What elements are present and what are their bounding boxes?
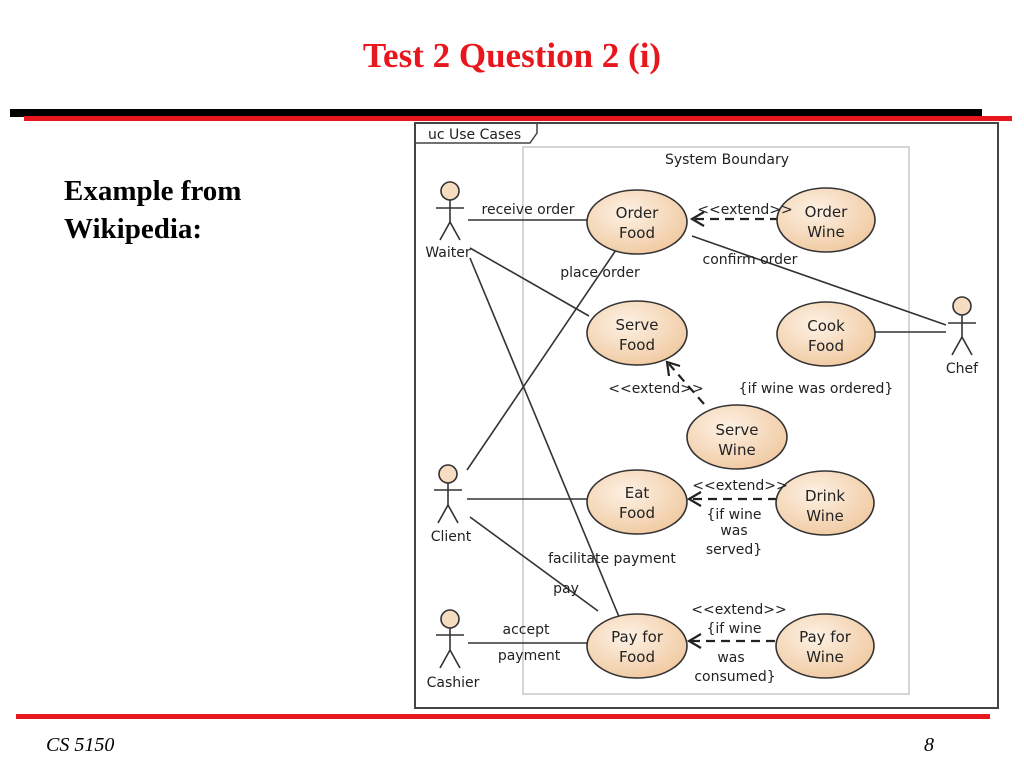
label-cond-serve-wine: {if wine was ordered} bbox=[739, 381, 894, 397]
line-client-payforfood bbox=[469, 516, 599, 612]
course-code: CS 5150 bbox=[46, 734, 115, 756]
actor-chef-head bbox=[952, 296, 972, 316]
line-waiter-servefood bbox=[469, 247, 590, 317]
usecase-eat-food-line1: Eat bbox=[625, 484, 650, 502]
usecase-serve-food bbox=[586, 300, 688, 366]
use-case-diagram: uc Use Cases System Boundary bbox=[414, 122, 999, 709]
usecase-drink-wine-line1: Drink bbox=[805, 487, 845, 505]
usecase-pay-for-wine-line2: Wine bbox=[806, 648, 843, 666]
usecase-serve-food-line1: Serve bbox=[615, 316, 658, 334]
extend-arrowhead-payforfood bbox=[686, 633, 702, 649]
title-divider-red bbox=[24, 116, 1012, 121]
usecase-serve-wine-line1: Serve bbox=[715, 421, 758, 439]
usecase-pay-for-food-line2: Food bbox=[619, 648, 655, 666]
actor-cashier-label: Cashier bbox=[427, 675, 480, 691]
usecase-cook-food bbox=[776, 301, 876, 367]
usecase-order-wine-line2: Wine bbox=[807, 223, 844, 241]
usecase-order-food-line2: Food bbox=[619, 224, 655, 242]
footer-divider bbox=[16, 714, 990, 719]
usecase-eat-food-line2: Food bbox=[619, 504, 655, 522]
label-cond-drink-wine-line1: {if wine bbox=[706, 507, 761, 523]
label-cond-pay-wine-line2: was bbox=[717, 650, 744, 666]
frame-label: uc Use Cases bbox=[428, 127, 521, 143]
example-caption-line2: Wikipedia: bbox=[64, 213, 203, 245]
actor-cashier-head bbox=[440, 609, 460, 629]
usecase-pay-for-food bbox=[586, 613, 688, 679]
title-divider-black bbox=[10, 109, 982, 117]
usecase-serve-wine bbox=[686, 404, 788, 470]
extend-arrowhead-eatfood bbox=[686, 491, 702, 507]
use-cases bbox=[586, 187, 876, 679]
associations bbox=[466, 219, 947, 644]
actor-waiter bbox=[436, 181, 464, 241]
label-receive-order: receive order bbox=[482, 202, 575, 218]
label-cond-pay-wine-line3: consumed} bbox=[694, 669, 775, 685]
label-facilitate-payment: facilitate payment bbox=[548, 551, 676, 567]
label-accept-payment-line1: accept bbox=[503, 622, 550, 638]
usecase-serve-food-line2: Food bbox=[619, 336, 655, 354]
usecase-order-food bbox=[586, 189, 688, 255]
actors bbox=[434, 181, 976, 669]
usecase-pay-for-wine-line1: Pay for bbox=[799, 628, 852, 646]
usecase-order-food-line1: Order bbox=[616, 204, 659, 222]
line-client-orderfood bbox=[466, 249, 617, 471]
label-accept-payment-line2: payment bbox=[498, 648, 561, 664]
usecase-drink-wine bbox=[775, 470, 875, 536]
use-case-labels: Order Food Order Wine Serve Food Cook Fo… bbox=[611, 203, 852, 666]
frame-tab bbox=[415, 123, 538, 144]
usecase-order-wine-line1: Order bbox=[805, 203, 848, 221]
label-extend-pay-wine: <<extend>> bbox=[691, 602, 786, 618]
label-cond-drink-wine-line3: served} bbox=[706, 542, 762, 558]
line-waiter-payforfood bbox=[469, 257, 628, 637]
actor-client bbox=[434, 464, 462, 524]
usecase-pay-for-wine bbox=[775, 613, 875, 679]
label-extend-drink-wine: <<extend>> bbox=[692, 478, 787, 494]
label-confirm-order: confirm order bbox=[703, 252, 798, 268]
usecase-order-wine bbox=[776, 187, 876, 253]
usecase-cook-food-line1: Cook bbox=[807, 317, 845, 335]
page-number: 8 bbox=[924, 734, 934, 756]
label-pay: pay bbox=[553, 581, 579, 597]
line-chef-orderfood bbox=[691, 235, 947, 326]
system-boundary-label: System Boundary bbox=[665, 152, 789, 168]
usecase-pay-for-food-line1: Pay for bbox=[611, 628, 664, 646]
label-place-order: place order bbox=[560, 265, 640, 281]
actor-client-head bbox=[438, 464, 458, 484]
label-extend-order-wine: <<extend>> bbox=[697, 202, 792, 218]
actor-waiter-head bbox=[440, 181, 460, 201]
label-cond-drink-wine-line2: was bbox=[720, 523, 747, 539]
actor-chef bbox=[948, 296, 976, 356]
usecase-cook-food-line2: Food bbox=[808, 337, 844, 355]
actor-chef-label: Chef bbox=[946, 361, 979, 377]
label-extend-serve-wine: <<extend>> bbox=[608, 381, 703, 397]
extend-servewine-servefood bbox=[668, 363, 705, 405]
usecase-serve-wine-line2: Wine bbox=[718, 441, 755, 459]
example-caption-line1: Example from bbox=[64, 175, 242, 207]
slide-title: Test 2 Question 2 (i) bbox=[362, 36, 662, 75]
example-caption: Example from Wikipedia: bbox=[64, 172, 364, 248]
label-cond-pay-wine-line1: {if wine bbox=[706, 621, 761, 637]
extend-dependencies bbox=[665, 211, 779, 649]
extend-arrowhead-servefood bbox=[665, 360, 681, 377]
extend-arrowhead-orderfood bbox=[689, 211, 705, 227]
actor-cashier bbox=[436, 609, 464, 669]
usecase-eat-food bbox=[586, 469, 688, 535]
usecase-drink-wine-line2: Wine bbox=[806, 507, 843, 525]
actor-client-label: Client bbox=[431, 529, 472, 545]
actor-waiter-label: Waiter bbox=[425, 245, 471, 261]
